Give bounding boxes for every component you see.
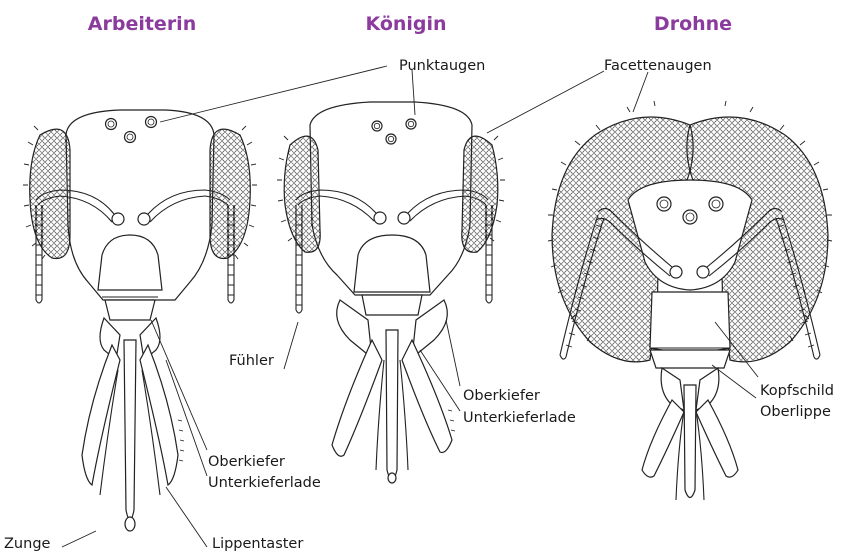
title-queen: Königin — [365, 13, 446, 35]
label-fuehler: Fühler — [229, 354, 274, 369]
worker-compound-eye-right — [210, 129, 250, 258]
label-oberkiefer-worker: Oberkiefer — [208, 455, 285, 470]
label-unterkieferlade-worker: Unterkieferlade — [208, 476, 321, 491]
label-lippentaster: Lippentaster — [212, 537, 303, 552]
label-zunge: Zunge — [4, 537, 50, 552]
label-oberkiefer-queen: Oberkiefer — [463, 389, 540, 404]
label-facettenaugen: Facettenaugen — [604, 59, 712, 74]
label-oberlippe: Oberlippe — [760, 405, 831, 420]
label-kopfschild: Kopfschild — [760, 384, 834, 399]
worker-ocellus-right — [146, 117, 157, 128]
drone-head — [548, 101, 832, 500]
title-worker: Arbeiterin — [88, 13, 196, 35]
label-punktaugen: Punktaugen — [399, 59, 485, 74]
worker-ocellus-left — [106, 119, 117, 130]
label-unterkieferlade-queen: Unterkieferlade — [463, 411, 576, 426]
worker-ocellus-bottom — [125, 132, 136, 143]
title-drone: Drohne — [654, 13, 732, 35]
